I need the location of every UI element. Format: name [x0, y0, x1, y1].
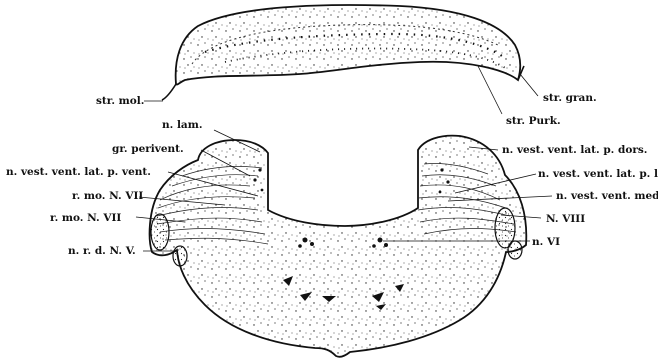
label-n-lam: n. lam. — [162, 119, 203, 131]
label-r-mo-n-vii-2: r. mo. N. VII — [50, 212, 121, 224]
label-n-vest-vent-lat-p-dors: n. vest. vent. lat. p. dors. — [502, 144, 647, 156]
cerebellum-outline — [176, 5, 521, 85]
label-str-purk: str. Purk. — [506, 115, 561, 127]
label-n-vi: n. VI — [532, 236, 560, 248]
left-n-r-d-n-v-blob — [173, 246, 187, 266]
label-n-r-d-n-v: n. r. d. N. V. — [68, 245, 136, 257]
brainstem — [150, 136, 527, 357]
label-gr-perivent: gr. perivent. — [112, 143, 184, 155]
cerebellum-left-tip — [162, 84, 176, 100]
label-n-vest-vent-lat-p-lat: n. vest. vent. lat. p. lat. — [538, 168, 658, 180]
label-n-vest-vent-med: n. vest. vent. med. — [556, 190, 658, 202]
label-str-mol: str. mol. — [96, 95, 144, 107]
label-r-mo-n-vii-1: r. mo. N. VII — [72, 190, 143, 202]
label-n-vest-vent-lat-p-vent: n. vest. vent. lat. p. vent. — [6, 166, 151, 178]
cerebellum — [162, 5, 524, 100]
right-root-blob — [508, 241, 522, 259]
label-n-viii: N. VIII — [546, 213, 585, 225]
label-str-gran: str. gran. — [543, 92, 597, 104]
brainstem-outline — [150, 136, 527, 357]
